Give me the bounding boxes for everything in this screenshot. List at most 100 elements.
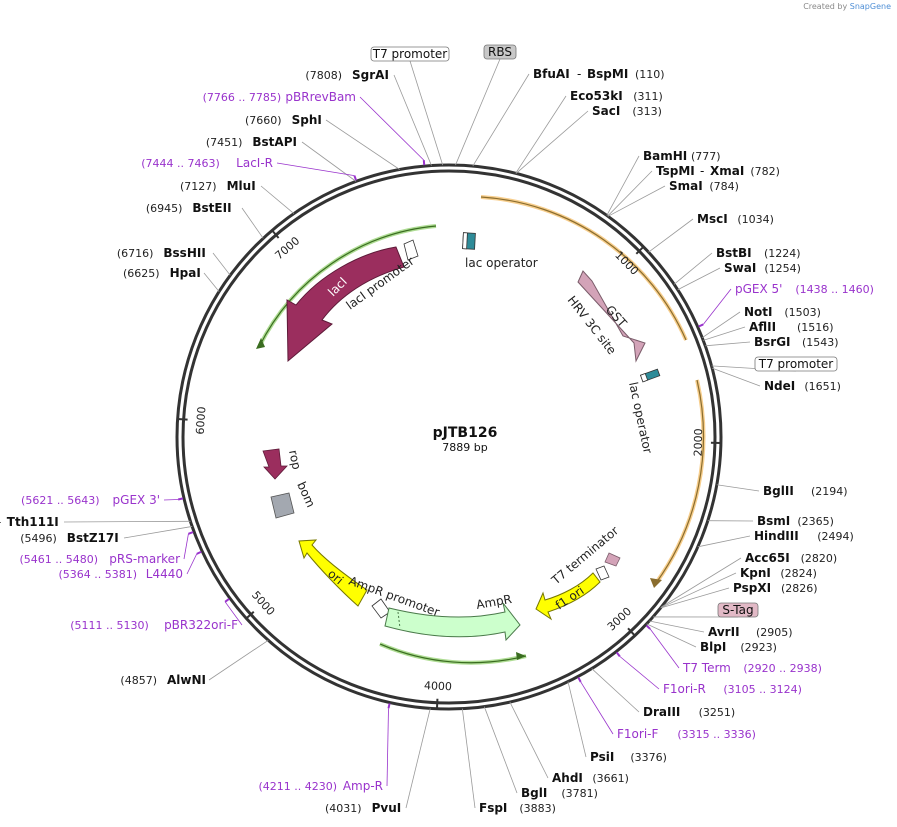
svg-text:(2824): (2824) [780, 567, 817, 580]
leader-sphi [325, 119, 400, 170]
site-ndei[interactable]: NdeI(1651) [764, 379, 841, 393]
feature-ori[interactable] [298, 539, 368, 607]
feature-rop[interactable] [262, 448, 288, 480]
feature-gst[interactable] [577, 270, 646, 363]
svg-text:(777): (777) [691, 150, 721, 163]
site-swai[interactable]: SwaI(1254) [724, 261, 801, 275]
svg-text:SgrAI: SgrAI [352, 68, 389, 82]
feature-lac-operator-2[interactable] [640, 368, 661, 383]
primer-prs-marker[interactable]: pRS-marker(5461 .. 5480) [19, 552, 180, 566]
primer-f1ori-f[interactable]: F1ori-F(3315 .. 3336) [617, 727, 756, 741]
primer-f1ori-r[interactable]: F1ori-R(3105 .. 3124) [663, 682, 802, 696]
site-bstbi[interactable]: BstBI(1224) [716, 246, 801, 260]
site-bsteii[interactable]: BstEII(6945) [146, 201, 232, 215]
leader-bstbi [673, 252, 713, 285]
svg-text:pGEX 5': pGEX 5' [735, 282, 782, 296]
orf-arc-ampr-line [379, 643, 527, 664]
primer-pgex-3-[interactable]: pGEX 3'(5621 .. 5643) [21, 493, 160, 507]
site-pspxi[interactable]: PspXI(2826) [733, 581, 818, 595]
site-noti[interactable]: NotI(1503) [744, 305, 821, 319]
site-fspi[interactable]: FspI(3883) [479, 801, 556, 815]
site-bstapi[interactable]: BstAPI(7451) [206, 135, 297, 149]
primer-l4440[interactable]: L4440 (5364 .. 5381) [58, 567, 183, 581]
svg-text:BsmI: BsmI [757, 514, 790, 528]
orf-arc-main-line [655, 379, 704, 584]
site-hindiii[interactable]: HindIII(2494) [754, 529, 854, 543]
site-hpai[interactable]: HpaI(6625) [123, 266, 201, 280]
label-ampr: AmpR [475, 592, 513, 612]
boxed-label-t7-promoter[interactable]: T7 promoter [754, 356, 838, 372]
svg-text:(5621 .. 5643): (5621 .. 5643) [21, 494, 100, 507]
site-avrii[interactable]: AvrII(2905) [708, 625, 793, 639]
primer-laci-r[interactable]: LacI-R(7444 .. 7463) [141, 156, 273, 170]
svg-text:BsrGI: BsrGI [754, 335, 791, 349]
boxed-label-s-tag[interactable]: S-Tag [717, 602, 759, 618]
site-bglii[interactable]: BglII(2194) [763, 484, 848, 498]
svg-text:PspXI: PspXI [733, 581, 771, 595]
site-bfuai[interactable]: BfuAI-BspMI(110) [533, 67, 665, 81]
site-sgrai[interactable]: SgrAI(7808) [305, 68, 388, 82]
svg-text:(3251): (3251) [699, 706, 736, 719]
svg-text:(5364 .. 5381): (5364 .. 5381) [58, 568, 137, 581]
svg-text:(313): (313) [632, 105, 662, 118]
site-pvui[interactable]: PvuI(4031) [325, 801, 401, 815]
leader-pspxi [660, 587, 730, 609]
primer-t7-term[interactable]: T7 Term(2920 .. 2938) [682, 661, 822, 675]
feature-laci[interactable] [286, 246, 405, 363]
boxed-label-rbs[interactable]: RBS [483, 44, 517, 60]
leader-kpni [660, 572, 737, 609]
site-aflii[interactable]: AflII(1516) [749, 320, 834, 334]
feature-laci-promoter[interactable] [403, 239, 419, 261]
boxed-label-t7-promoter[interactable]: T7 promoter [370, 46, 450, 62]
feature-ampr[interactable] [384, 602, 521, 642]
primer-pgex-5-[interactable]: pGEX 5'(1438 .. 1460) [735, 282, 874, 296]
feature-lac-operator-1[interactable] [462, 232, 476, 250]
orf-arc-arrowhead [650, 578, 662, 588]
ruler-label-7000: 7000 [273, 234, 303, 262]
svg-text:L4440: L4440 [146, 567, 183, 581]
label-lac-operator-2: lac operator [626, 381, 655, 455]
orf-arc-gst-line [480, 196, 687, 341]
leader-smai [607, 185, 666, 217]
site-acc65i[interactable]: Acc65I(2820) [745, 551, 837, 565]
svg-text:(311): (311) [633, 90, 663, 103]
site-mlui[interactable]: MluI(7127) [180, 179, 256, 193]
site-tspmi[interactable]: TspMI-XmaI(782) [656, 164, 780, 178]
snapgene-logo: SnapGene [849, 2, 891, 11]
site-msci[interactable]: MscI(1034) [697, 212, 774, 226]
site-bgli[interactable]: BglI(3781) [521, 786, 598, 800]
site-sphi[interactable]: SphI(7660) [245, 113, 322, 127]
feature-bom[interactable] [270, 492, 295, 519]
primer-pbrrevbam[interactable]: pBRrevBam(7766 .. 7785) [203, 90, 356, 104]
ruler-tick-3000 [627, 627, 636, 637]
label-rop: rop [286, 449, 304, 471]
site-psii[interactable]: PsiI(3376) [590, 750, 667, 764]
site-draiii[interactable]: DraIII(3251) [643, 705, 735, 719]
primer-amp-r[interactable]: Amp-R(4211 .. 4230) [258, 779, 383, 793]
feature-t7-terminator[interactable] [595, 552, 621, 581]
site-bsrgi[interactable]: BsrGI(1543) [754, 335, 839, 349]
site-smai[interactable]: SmaI(784) [669, 179, 739, 193]
orf-arc-laci-line [258, 225, 437, 348]
svg-text:BstZ17I: BstZ17I [67, 531, 119, 545]
site-ahdi[interactable]: AhdI(3661) [552, 771, 629, 785]
site-bsshii[interactable]: BssHII(6716) [117, 246, 206, 260]
site-eco53ki[interactable]: Eco53kI(311) [570, 89, 663, 103]
svg-text:(1516): (1516) [797, 321, 834, 334]
svg-text:pRS-marker: pRS-marker [109, 552, 180, 566]
site-pflfi[interactable]: PflFI-Tth111I(5521) [0, 515, 59, 529]
site-alwni[interactable]: AlwNI(4857) [120, 673, 206, 687]
svg-text:(1503): (1503) [784, 306, 821, 319]
site-bsmi[interactable]: BsmI(2365) [757, 514, 834, 528]
site-blpi[interactable]: BlpI(2923) [700, 640, 777, 654]
site-bstz17i[interactable]: BstZ17I(5496) [20, 531, 118, 545]
feature-f1-ori[interactable] [535, 572, 601, 621]
svg-text:(7660): (7660) [245, 114, 282, 127]
site-bamhi[interactable]: BamHI(777) [643, 149, 721, 163]
primer-pbr322ori-f[interactable]: pBR322ori-F(5111 .. 5130) [70, 618, 238, 632]
svg-text:-: - [700, 164, 704, 178]
leader-ndei [712, 367, 761, 387]
site-saci[interactable]: SacI(313) [592, 104, 662, 118]
site-kpni[interactable]: KpnI(2824) [740, 566, 817, 580]
